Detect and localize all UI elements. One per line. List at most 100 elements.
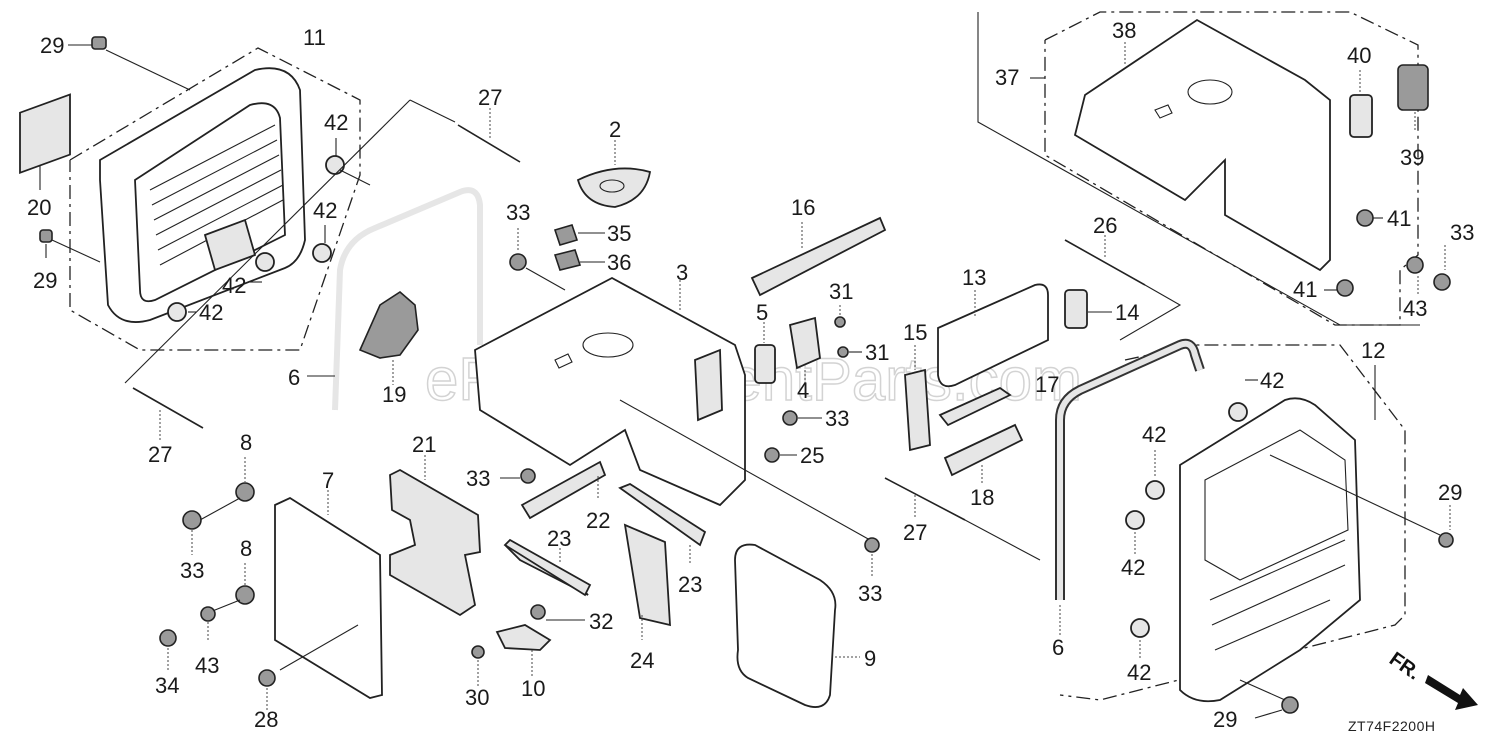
part-11-rear-cover — [99, 67, 306, 323]
front-label: FR. — [1385, 648, 1424, 685]
callout-42: 42 — [199, 300, 223, 325]
callout-22: 22 — [586, 508, 610, 533]
callout-42: 42 — [313, 198, 337, 223]
callout-31: 31 — [865, 340, 889, 365]
part-38-top-cover — [1073, 18, 1331, 272]
callout-42: 42 — [1142, 422, 1166, 447]
callout-11: 11 — [303, 25, 326, 50]
part-42-grommets-right — [1125, 379, 1258, 660]
callout-33: 33 — [858, 581, 882, 606]
callout-41: 41 — [1387, 206, 1411, 231]
callout-18: 18 — [970, 485, 994, 510]
callout-34: 34 — [155, 673, 179, 698]
callout-17: 17 — [1035, 372, 1059, 397]
callout-9: 9 — [864, 646, 876, 671]
part-14-pad — [1064, 289, 1112, 329]
part-21-insulation — [389, 455, 481, 617]
callout-8: 8 — [240, 536, 252, 561]
callout-15: 15 — [903, 320, 927, 345]
callout-6: 6 — [1052, 635, 1064, 660]
part-15-strip — [904, 345, 931, 452]
callout-37: 37 — [995, 65, 1019, 90]
callout-33: 33 — [180, 558, 204, 583]
callout-31: 31 — [829, 279, 853, 304]
callout-8: 8 — [240, 430, 252, 455]
callout-13: 13 — [962, 265, 986, 290]
part-13-gasket — [937, 283, 1049, 388]
part-22-23-24-seals — [503, 460, 707, 640]
callout-14: 14 — [1115, 300, 1139, 325]
part-4-switch — [788, 316, 821, 385]
part-29-bolt — [39, 36, 191, 263]
part-9-frame-seal — [734, 543, 860, 708]
callout-33: 33 — [825, 406, 849, 431]
callout-16: 16 — [791, 195, 815, 220]
callout-3: 3 — [676, 260, 688, 285]
part-8-clips — [199, 457, 255, 613]
part-27-rod — [124, 99, 521, 440]
callout-33: 33 — [1450, 220, 1474, 245]
callout-20: 20 — [27, 195, 51, 220]
callout-40: 40 — [1347, 43, 1371, 68]
part-33-34-43-28-fasteners — [159, 510, 276, 710]
callout-4: 4 — [797, 378, 809, 403]
part-2-cap-gasket — [576, 140, 652, 208]
callout-33: 33 — [466, 466, 490, 491]
callout-42: 42 — [222, 273, 246, 298]
callout-33: 33 — [506, 200, 530, 225]
group-12-outline — [1059, 344, 1406, 701]
callout-21: 21 — [412, 432, 436, 457]
callout-5: 5 — [756, 300, 768, 325]
callout-12: 12 — [1361, 338, 1385, 363]
part-27-rod-right — [884, 477, 1041, 561]
part-20-handle — [19, 93, 71, 190]
callout-19: 19 — [382, 382, 406, 407]
callout-23: 23 — [547, 526, 571, 551]
callout-23: 23 — [678, 572, 702, 597]
part-30-10-32 — [471, 604, 585, 688]
callout-36: 36 — [607, 250, 631, 275]
callout-26: 26 — [1093, 213, 1117, 238]
callout-7: 7 — [322, 468, 334, 493]
part-3-center-cover — [474, 276, 746, 507]
part-29-bolts-right — [1239, 454, 1454, 719]
part-6-frame-right — [1055, 338, 1205, 635]
callout-42: 42 — [1121, 555, 1145, 580]
callout-43: 43 — [195, 653, 219, 678]
callout-27: 27 — [478, 85, 502, 110]
part-5-gasket — [754, 322, 776, 384]
part-12-front-cover — [1179, 397, 1361, 703]
callout-29: 29 — [1438, 480, 1462, 505]
front-direction-arrow: FR. — [1385, 648, 1478, 710]
callout-29: 29 — [1213, 707, 1237, 732]
part-19-bracket — [358, 291, 419, 385]
callout-25: 25 — [800, 443, 824, 468]
part-31-screws — [834, 305, 862, 358]
part-40-39-41-43-33 — [1324, 64, 1451, 297]
callout-27: 27 — [148, 442, 172, 467]
callout-27: 27 — [903, 520, 927, 545]
figure-code: ZT74F2200H — [1348, 718, 1435, 734]
callout-10: 10 — [521, 676, 545, 701]
callout-42: 42 — [324, 110, 348, 135]
part-16-panel — [750, 216, 887, 297]
callout-42: 42 — [1127, 660, 1151, 685]
callout-35: 35 — [607, 221, 631, 246]
part-7-panel — [274, 490, 383, 699]
part-33-35-36-fasteners — [509, 224, 605, 291]
part-33-bolt-mid — [500, 399, 880, 578]
callout-2: 2 — [609, 117, 621, 142]
callout-30: 30 — [465, 685, 489, 710]
group-37-outline — [977, 11, 1420, 326]
callout-29: 29 — [40, 33, 64, 58]
group-11-outline — [69, 47, 361, 351]
callout-29: 29 — [33, 268, 57, 293]
callout-38: 38 — [1112, 18, 1136, 43]
callout-41: 41 — [1293, 277, 1317, 302]
part-17-18-strips — [938, 386, 1024, 483]
callout-28: 28 — [254, 707, 278, 732]
part-26-rod — [1064, 235, 1182, 341]
callout-24: 24 — [630, 648, 654, 673]
callout-labels: 29 11 20 29 42 42 42 42 27 6 19 27 2 33 … — [27, 18, 1474, 732]
